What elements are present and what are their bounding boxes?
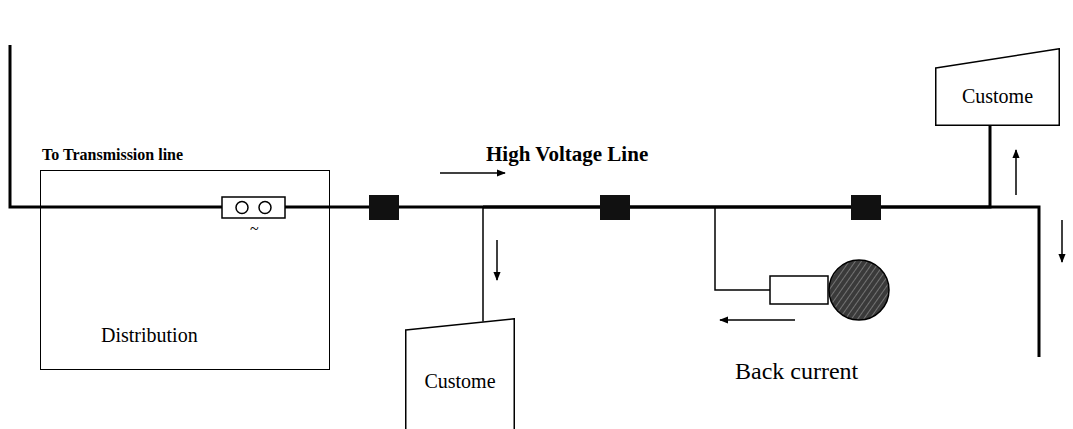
power-line bbox=[330, 207, 483, 321]
main-line bbox=[483, 206, 990, 209]
customer-outline bbox=[936, 49, 1060, 126]
customer-box: Custome bbox=[405, 318, 515, 429]
current-label: Back current bbox=[735, 358, 858, 385]
ac-symbol: ~ bbox=[250, 220, 259, 238]
generator-wheel bbox=[829, 260, 889, 320]
back-current-arrow bbox=[720, 319, 795, 321]
breaker-block bbox=[600, 195, 630, 220]
power-line bbox=[330, 126, 990, 207]
switch-contact bbox=[259, 202, 271, 214]
distribution-box: Distribution bbox=[40, 170, 330, 370]
generator-body bbox=[770, 276, 828, 304]
line-label: To Transmission line bbox=[42, 146, 183, 164]
generator-branch bbox=[715, 207, 770, 290]
flow-arrow bbox=[1015, 150, 1017, 195]
customer-box: Custome bbox=[935, 48, 1060, 126]
customer-outline bbox=[406, 319, 515, 429]
switch-contact bbox=[236, 202, 248, 214]
breaker-block bbox=[369, 195, 399, 220]
switch-symbol bbox=[222, 197, 285, 218]
line-label: High Voltage Line bbox=[486, 142, 648, 167]
flow-arrow bbox=[496, 240, 498, 280]
node-label: Custome bbox=[424, 370, 495, 393]
breaker-block bbox=[851, 195, 881, 220]
node-label: Distribution bbox=[101, 324, 198, 347]
node-label: Custome bbox=[962, 85, 1033, 108]
flow-arrow bbox=[1061, 220, 1063, 262]
transmission-line bbox=[10, 45, 330, 207]
high-voltage-line-end bbox=[990, 207, 1039, 357]
flow-arrow bbox=[440, 172, 505, 174]
